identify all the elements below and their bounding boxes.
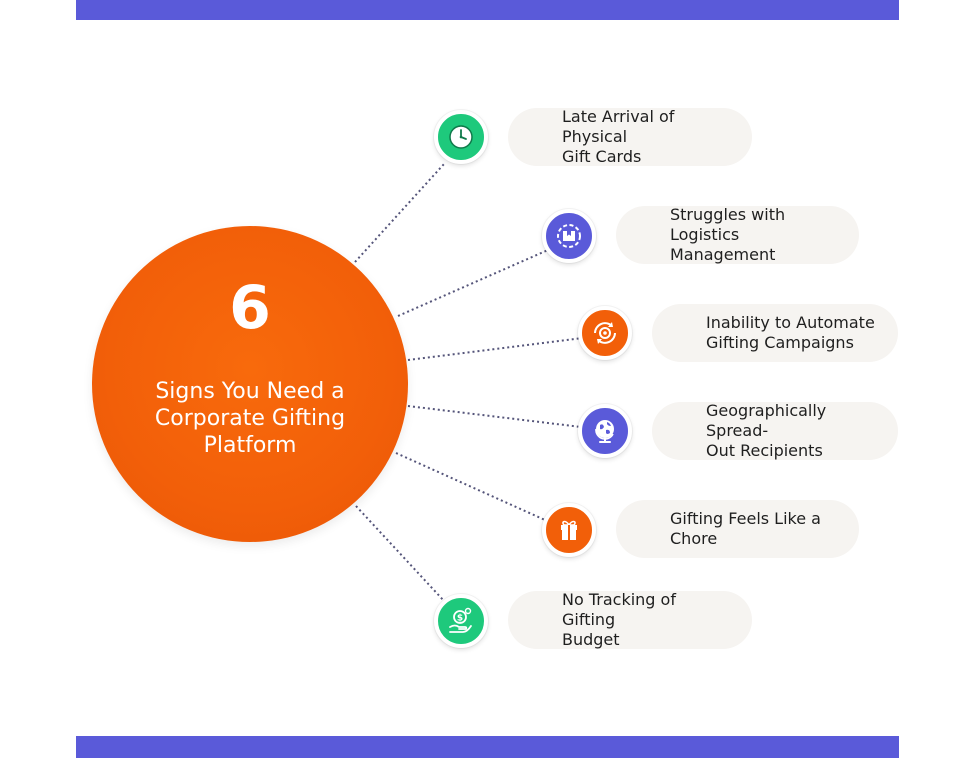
bottom-banner	[76, 736, 899, 758]
sign-label-line: No Tracking of Gifting	[562, 590, 676, 629]
sign-card-6: No Tracking of Gifting Budget	[508, 590, 752, 650]
hub-title-line: Signs You Need a	[155, 379, 345, 404]
budget-icon: $	[434, 594, 488, 648]
sign-label: Gifting Feels Like a Chore	[670, 509, 841, 549]
globe-icon	[578, 404, 632, 458]
sign-card-2: Struggles with Logistics Management	[616, 205, 859, 265]
connector-3	[407, 337, 584, 361]
sign-label-line: Budget	[562, 630, 620, 649]
sign-label-line: Struggles with	[670, 205, 786, 224]
hub-circle: 6 Signs You Need a Corporate Gifting Pla…	[92, 226, 408, 542]
sign-label: Struggles with Logistics Management	[670, 205, 841, 265]
sign-label-line: Gift Cards	[562, 147, 642, 166]
sign-card-3: Inability to Automate Gifting Campaigns	[652, 304, 898, 362]
logistics-icon	[542, 209, 596, 263]
sign-label-line: Inability to Automate	[706, 313, 875, 332]
hub-title: Signs You Need a Corporate Gifting Platf…	[122, 378, 378, 459]
hub-title-line: Corporate Gifting	[154, 406, 346, 431]
sign-label: Inability to Automate Gifting Campaigns	[706, 313, 875, 353]
gift-icon	[542, 503, 596, 557]
sign-label: Late Arrival of Physical Gift Cards	[562, 107, 734, 167]
clock-icon	[434, 110, 488, 164]
connector-2	[397, 249, 549, 317]
connector-1	[354, 163, 445, 263]
sign-label-line: Logistics Management	[670, 225, 776, 264]
sign-label-line: Geographically Spread-	[706, 401, 827, 440]
sign-card-5: Gifting Feels Like a Chore	[616, 500, 859, 558]
sign-label: Geographically Spread- Out Recipients	[706, 401, 880, 461]
svg-text:$: $	[457, 614, 463, 624]
sign-label-line: Out Recipients	[706, 441, 823, 460]
connector-6	[355, 505, 446, 603]
connector-5	[395, 452, 546, 521]
sign-card-1: Late Arrival of Physical Gift Cards	[508, 107, 752, 167]
sign-label: No Tracking of Gifting Budget	[562, 590, 734, 650]
automation-icon	[578, 306, 632, 360]
hub-number: 6	[229, 273, 271, 343]
sign-label-line: Gifting Feels Like a Chore	[670, 509, 821, 548]
sign-label-line: Late Arrival of Physical	[562, 107, 675, 146]
hub-title-line: Platform	[203, 433, 297, 458]
connector-4	[407, 405, 582, 428]
sign-label-line: Gifting Campaigns	[706, 333, 854, 352]
top-banner	[76, 0, 899, 20]
sign-card-4: Geographically Spread- Out Recipients	[652, 401, 898, 461]
